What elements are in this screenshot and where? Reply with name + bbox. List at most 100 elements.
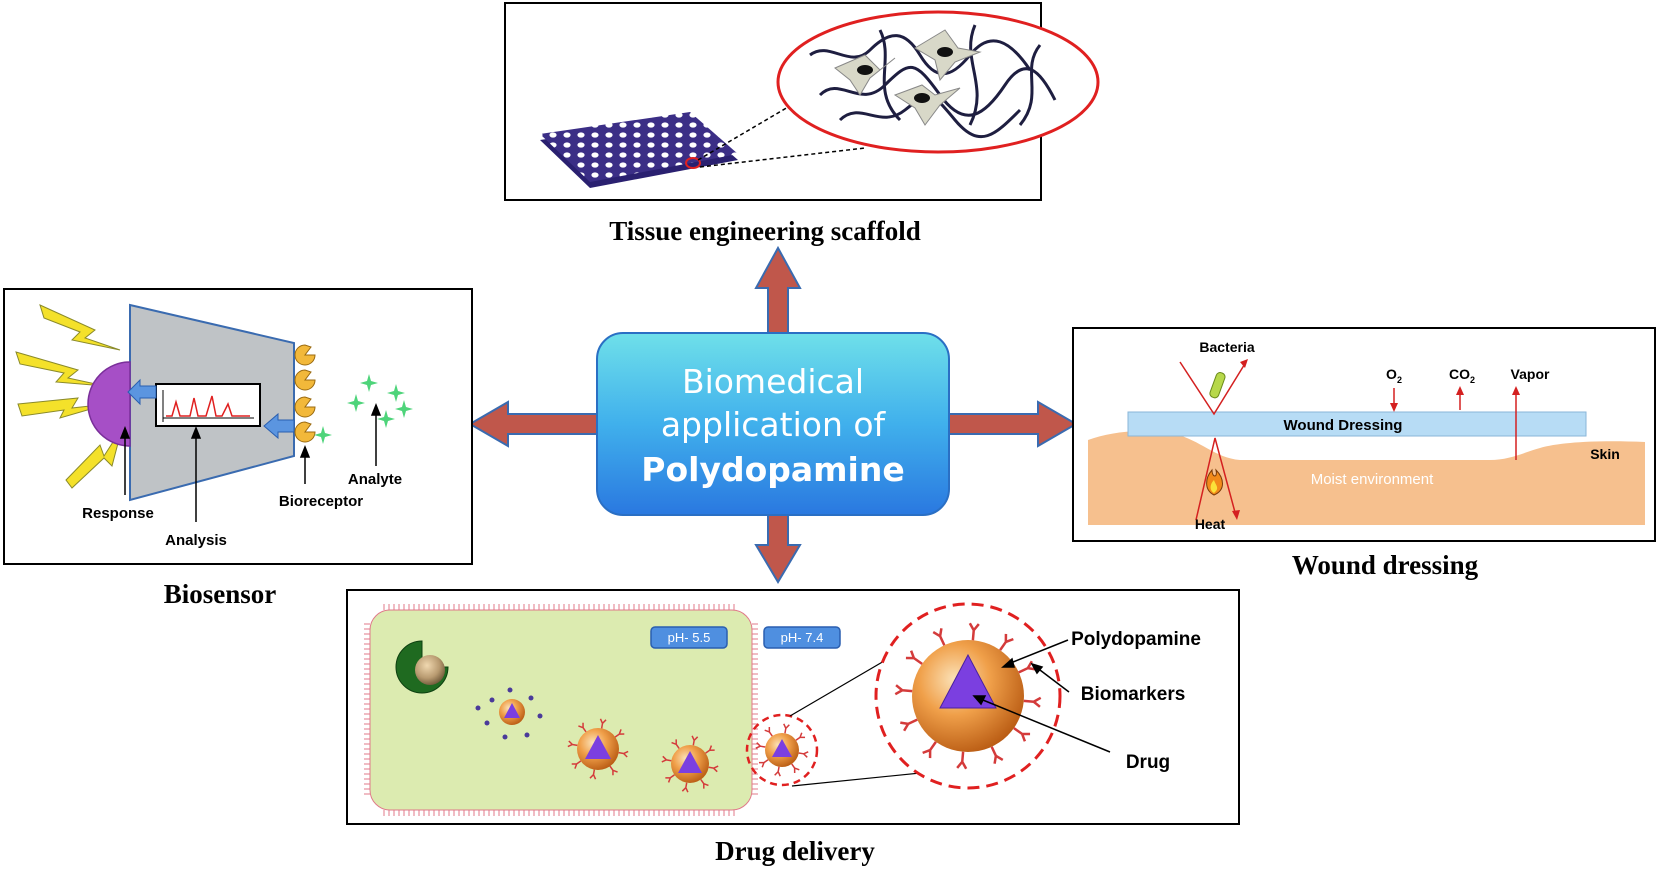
co2-label: CO2 — [1449, 366, 1475, 385]
cell-2 — [914, 29, 982, 82]
biomarker-icon — [798, 751, 809, 758]
biomarker-icon — [755, 742, 766, 749]
biomarker-icon — [1023, 696, 1042, 708]
biomarker-icon — [932, 628, 946, 646]
analysis-signal — [166, 395, 250, 417]
sparkle-icon — [377, 410, 395, 428]
o2-label: O2 — [1386, 366, 1402, 385]
biomarker-icon — [791, 763, 800, 774]
analysis-window — [155, 383, 261, 427]
bioreceptor-icon — [294, 369, 316, 391]
center-title-line2: application of — [661, 405, 887, 444]
biomarker-icon — [764, 726, 773, 737]
wound-dressing-layer — [1127, 411, 1587, 437]
arrow-right — [947, 400, 1078, 448]
biomarker-icon — [900, 718, 918, 732]
biomarker-icon — [661, 755, 672, 763]
skin-layer — [1088, 431, 1645, 525]
drug-title: Drug delivery — [715, 836, 875, 866]
ph-label-2: pH- 7.4 — [781, 630, 824, 645]
drug-triangle — [939, 653, 997, 709]
bioreceptors — [294, 344, 316, 443]
lightning-icons — [15, 304, 123, 489]
biomarkers-small — [567, 718, 809, 793]
biomarker-icon — [894, 684, 913, 696]
biomarker-icon — [774, 766, 781, 777]
biomarker-icon — [758, 759, 769, 768]
arrow-down — [754, 511, 802, 584]
sparkle-icon — [360, 374, 378, 392]
biomarker-icon — [999, 633, 1014, 651]
biomarker-icon — [691, 735, 699, 746]
nanoparticle-3 — [745, 713, 819, 787]
bacteria-bounce — [1179, 361, 1247, 416]
tissue-panel — [504, 2, 1100, 201]
arrow-up — [754, 245, 802, 334]
wound-panel: Skin Moist environment Wound Dressing Ba… — [1072, 327, 1656, 542]
biomarkers-label: Biomarkers — [1081, 684, 1186, 705]
biomarker-icon — [705, 745, 715, 754]
dressing-label: Wound Dressing — [1284, 417, 1403, 434]
biomarker-icon — [671, 739, 680, 749]
ph-box-1 — [650, 626, 728, 649]
flame-icon — [1206, 468, 1223, 496]
bacteria-label: Bacteria — [1199, 339, 1254, 355]
nanoparticle-2 — [671, 745, 709, 783]
biomarker-icon — [567, 740, 578, 748]
biomarker-icon — [665, 774, 675, 783]
sparkle-icon — [347, 394, 365, 412]
sparkle-icon — [387, 384, 405, 402]
bioreceptor-label: Bioreceptor — [279, 493, 363, 510]
polydopamine-label: Polydopamine — [1071, 629, 1201, 650]
analyte-label: Analyte — [348, 471, 402, 488]
cell-1 — [834, 54, 896, 96]
sparkle-icon — [395, 400, 413, 418]
drug-label: Drug — [1126, 752, 1170, 773]
analyte-icons — [314, 374, 413, 444]
biomarker-icon — [614, 729, 625, 738]
lightning-icon — [65, 427, 123, 489]
nanoparticle-magnified — [874, 602, 1062, 790]
cell-membrane — [364, 604, 758, 816]
cell-body — [369, 609, 753, 811]
ph-box-2 — [763, 626, 841, 649]
lightning-icon — [17, 397, 109, 419]
response-label: Response — [82, 505, 154, 522]
response-dome — [87, 361, 131, 447]
biomarker-icon — [571, 760, 582, 769]
signal-arrow — [127, 378, 157, 406]
biomarker-icon — [700, 779, 709, 789]
bioreceptor-icon — [294, 344, 316, 366]
skin-label: Skin — [1590, 446, 1620, 462]
lightning-icon — [39, 304, 121, 351]
wound-title: Wound dressing — [1292, 550, 1479, 580]
lightning-icon — [15, 351, 106, 387]
biomarkers-big — [894, 622, 1042, 770]
biomarker-icon — [956, 751, 968, 770]
nanoparticle-1 — [577, 728, 619, 770]
heat-label: Heat — [1195, 516, 1226, 532]
center-title-line1: Biomedical — [682, 362, 864, 401]
bioreceptor-icon — [294, 421, 316, 443]
biomarker-icon — [795, 732, 806, 741]
center-box: Biomedical application of Polydopamine — [596, 332, 950, 516]
biomarker-icon — [599, 718, 607, 729]
signal-arrow — [263, 412, 295, 440]
magnified-cells — [776, 10, 1100, 154]
biomarker-icon — [922, 741, 937, 759]
analysis-label: Analysis — [165, 532, 227, 549]
arrows — [468, 245, 1078, 584]
biomarker-icon — [968, 622, 980, 641]
cell-3 — [893, 84, 961, 126]
heat-path — [1195, 437, 1237, 521]
biomarker-icon — [589, 769, 597, 780]
drug-panel: pH- 5.5 pH- 7.4 Polydopamine Biomarkers … — [346, 589, 1240, 825]
biomarker-icon — [990, 746, 1004, 764]
biomarker-icon — [905, 650, 923, 665]
biosensor-title: Biosensor — [164, 579, 277, 609]
biomarker-icon — [681, 782, 689, 793]
ph-label-1: pH- 5.5 — [668, 630, 711, 645]
bacteria-icon — [1209, 372, 1226, 399]
tissue-title: Tissue engineering scaffold — [609, 216, 921, 246]
